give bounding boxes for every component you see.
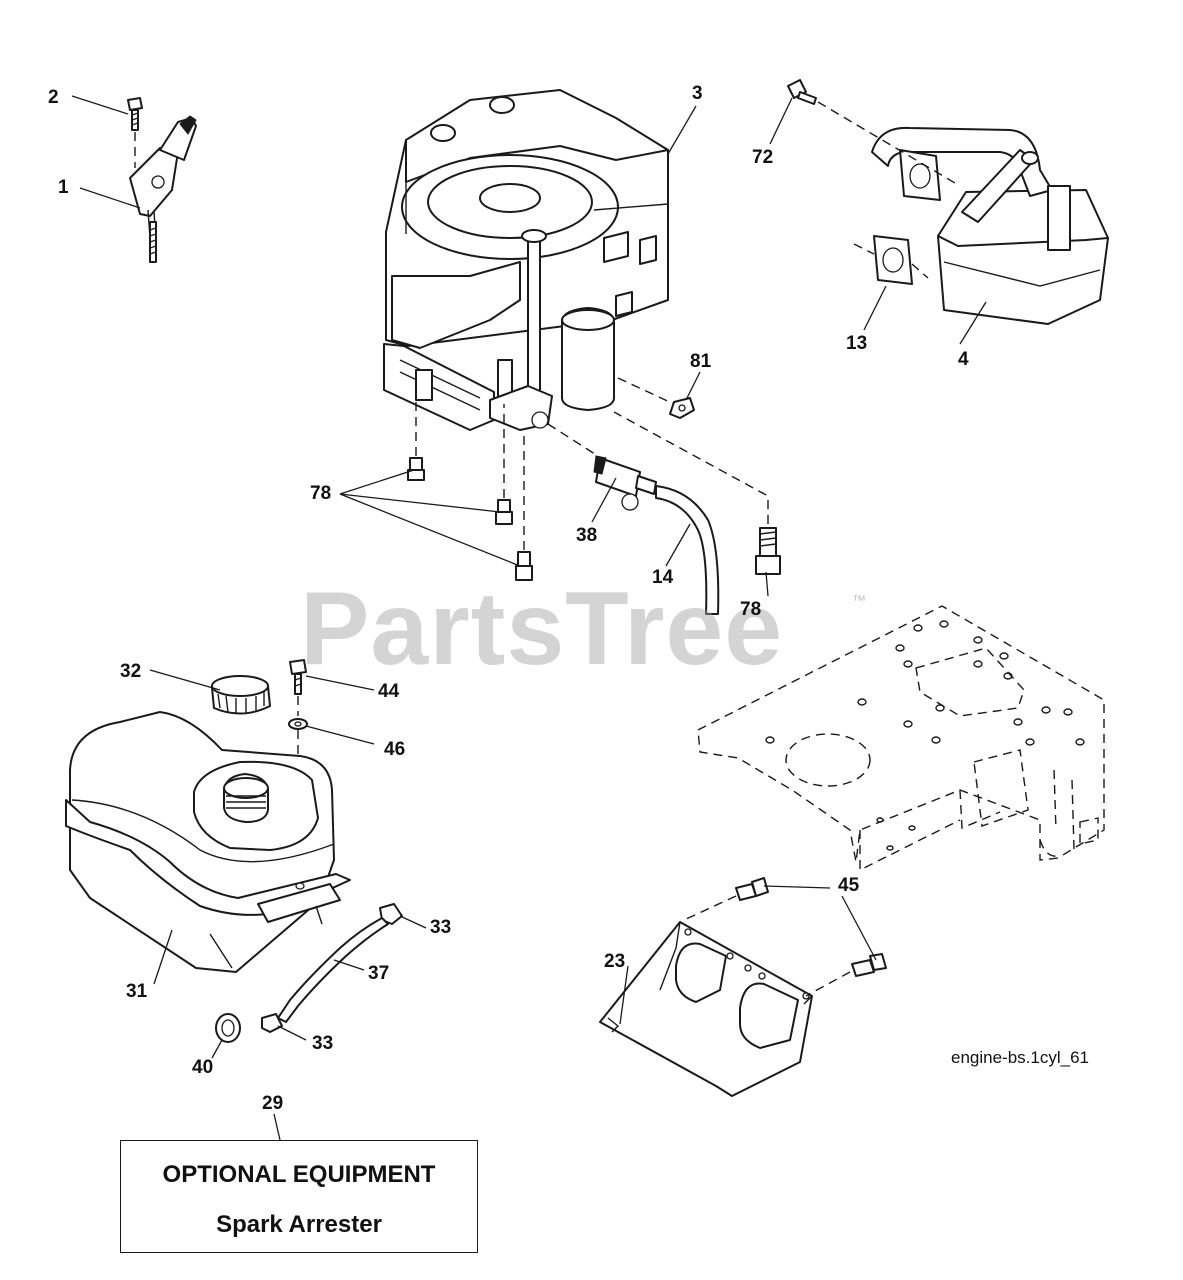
engine-mount-frame-icon: [697, 605, 1105, 872]
watermark-text: PartsTree: [300, 571, 784, 687]
leader-lines: [71, 95, 987, 1141]
fuel-tank-icon[interactable]: [65, 711, 351, 973]
callout-3[interactable]: 3: [692, 83, 703, 104]
diagram-id: engine-bs.1cyl_61: [951, 1048, 1089, 1067]
spark-arrester-label: Spark Arrester: [216, 1211, 382, 1238]
callout-33-top[interactable]: 33: [430, 917, 452, 938]
fuel-filter-icon[interactable]: [547, 423, 657, 511]
muffler-icon[interactable]: [871, 126, 1109, 325]
callout-2[interactable]: 2: [48, 87, 59, 108]
fuel-cap-icon[interactable]: [211, 675, 271, 715]
callout-72[interactable]: 72: [752, 147, 774, 168]
callout-23[interactable]: 23: [604, 951, 626, 972]
bolt-icon[interactable]: [289, 659, 307, 716]
nut-icon[interactable]: [617, 377, 695, 419]
callout-29[interactable]: 29: [262, 1093, 284, 1114]
callout-13[interactable]: 13: [846, 333, 868, 354]
callout-44[interactable]: 44: [378, 681, 400, 702]
trademark-symbol: ™: [852, 592, 866, 608]
callout-1[interactable]: 1: [58, 177, 69, 198]
callout-37[interactable]: 37: [368, 963, 390, 984]
hose-icon[interactable]: [277, 917, 389, 1023]
callout-46[interactable]: 46: [384, 739, 406, 760]
callout-33-bottom[interactable]: 33: [312, 1033, 334, 1054]
engine-icon[interactable]: [383, 89, 669, 431]
gasket-icon[interactable]: [853, 235, 929, 285]
callout-4[interactable]: 4: [958, 349, 969, 370]
callout-78-left[interactable]: 78: [310, 483, 332, 504]
bolt-icon[interactable]: [787, 79, 961, 187]
callout-31[interactable]: 31: [126, 981, 148, 1002]
callout-40[interactable]: 40: [192, 1057, 214, 1078]
heat-shield-icon[interactable]: [599, 921, 813, 1097]
callout-81[interactable]: 81: [690, 351, 712, 372]
callout-78-right[interactable]: 78: [740, 599, 762, 620]
callout-38[interactable]: 38: [576, 525, 598, 546]
callout-14[interactable]: 14: [652, 567, 674, 588]
clamp-icon[interactable]: [261, 903, 403, 1033]
grommet-icon[interactable]: [215, 1013, 241, 1043]
fuel-line-icon[interactable]: [655, 485, 720, 615]
bolt-icon[interactable]: [683, 877, 887, 997]
callout-32[interactable]: 32: [120, 661, 142, 682]
callout-45[interactable]: 45: [838, 875, 860, 896]
optional-equipment-title: OPTIONAL EQUIPMENT: [162, 1161, 436, 1188]
optional-equipment-box[interactable]: OPTIONAL EQUIPMENT Spark Arrester: [120, 1140, 478, 1253]
screw-icon[interactable]: [127, 97, 143, 168]
bolt-icon[interactable]: [407, 400, 781, 581]
throttle-control-icon[interactable]: [129, 115, 197, 263]
